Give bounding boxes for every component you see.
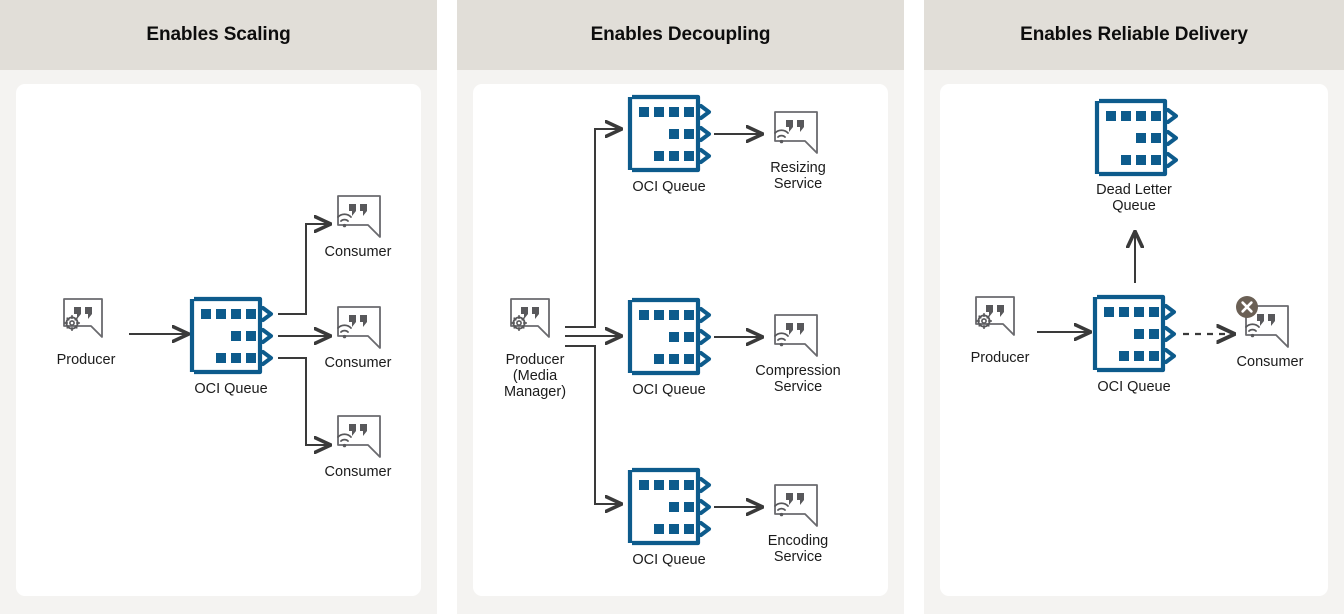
diagram-card-scaling: Producer OCI Queue Consumer Consumer Con…: [16, 84, 421, 596]
panel-enables-reliable-delivery: Enables Reliable Delivery: [924, 0, 1344, 614]
node-label-producer: Producer (Media Manager): [503, 352, 567, 401]
panel-title: Enables Scaling: [146, 24, 291, 45]
panel-header-decoupling: Enables Decoupling: [457, 0, 904, 70]
panel-body-decoupling: Producer (Media Manager) OCI Queue OCI Q…: [457, 70, 904, 614]
panel-title: Enables Decoupling: [590, 24, 771, 45]
oci-queue-icon: [627, 94, 711, 173]
node-label-consumer-2: Consumer: [324, 355, 392, 371]
consumer-signal-bubble-icon: [337, 195, 381, 238]
consumer-signal-bubble-icon: [337, 306, 381, 349]
diagram-stage-reliable-delivery: Dead Letter Queue Producer OCI Queue Con…: [940, 84, 1328, 596]
producer-gear-bubble-icon: [510, 298, 550, 338]
panel-body-scaling: Producer OCI Queue Consumer Consumer Con…: [0, 70, 437, 614]
panel-body-reliable-delivery: Dead Letter Queue Producer OCI Queue Con…: [924, 70, 1344, 614]
branch-connectors: [565, 129, 621, 504]
panel-header-reliable-delivery: Enables Reliable Delivery: [924, 0, 1344, 70]
node-label-service-3: Encoding Service: [767, 533, 829, 566]
error-x-circle-icon: [1236, 296, 1258, 318]
diagram-stage-decoupling: Producer (Media Manager) OCI Queue OCI Q…: [473, 84, 888, 596]
diagram-card-reliable-delivery: Dead Letter Queue Producer OCI Queue Con…: [940, 84, 1328, 596]
node-label-queue: OCI Queue: [1097, 379, 1171, 395]
producer-gear-bubble-icon: [63, 298, 103, 338]
oci-queue-icon: [1094, 98, 1178, 177]
oci-queue-icon: [189, 296, 273, 375]
node-label-queue-3: OCI Queue: [632, 552, 706, 568]
fanout-connectors: [278, 224, 330, 445]
diagram-card-decoupling: Producer (Media Manager) OCI Queue OCI Q…: [473, 84, 888, 596]
oci-queue-icon: [1092, 294, 1176, 373]
consumer-signal-bubble-icon: [1245, 305, 1289, 348]
producer-gear-bubble-icon: [975, 296, 1015, 336]
node-label-service-2: Compression Service: [755, 363, 841, 396]
consumer-signal-bubble-icon: [774, 484, 818, 527]
consumer-signal-bubble-icon: [337, 415, 381, 458]
panel-enables-scaling: Enables Scaling: [0, 0, 437, 614]
consumer-signal-bubble-icon: [774, 111, 818, 154]
panel-enables-decoupling: Enables Decoupling: [457, 0, 904, 614]
node-label-dead-letter-queue: Dead Letter Queue: [1096, 182, 1172, 215]
consumer-signal-bubble-icon: [774, 314, 818, 357]
oci-queue-icon: [627, 297, 711, 376]
node-label-producer: Producer: [56, 352, 116, 368]
node-label-queue-2: OCI Queue: [632, 382, 706, 398]
node-label-consumer-1: Consumer: [324, 244, 392, 260]
node-label-consumer-3: Consumer: [324, 464, 392, 480]
panel-header-scaling: Enables Scaling: [0, 0, 437, 70]
node-label-producer: Producer: [970, 350, 1030, 366]
diagram-stage-scaling: Producer OCI Queue Consumer Consumer Con…: [16, 84, 421, 596]
panel-title: Enables Reliable Delivery: [1020, 24, 1248, 45]
node-label-queue-1: OCI Queue: [632, 179, 706, 195]
node-label-service-1: Resizing Service: [770, 160, 826, 193]
oci-queue-icon: [627, 467, 711, 546]
node-label-queue: OCI Queue: [194, 381, 268, 397]
node-label-consumer: Consumer: [1236, 354, 1304, 370]
